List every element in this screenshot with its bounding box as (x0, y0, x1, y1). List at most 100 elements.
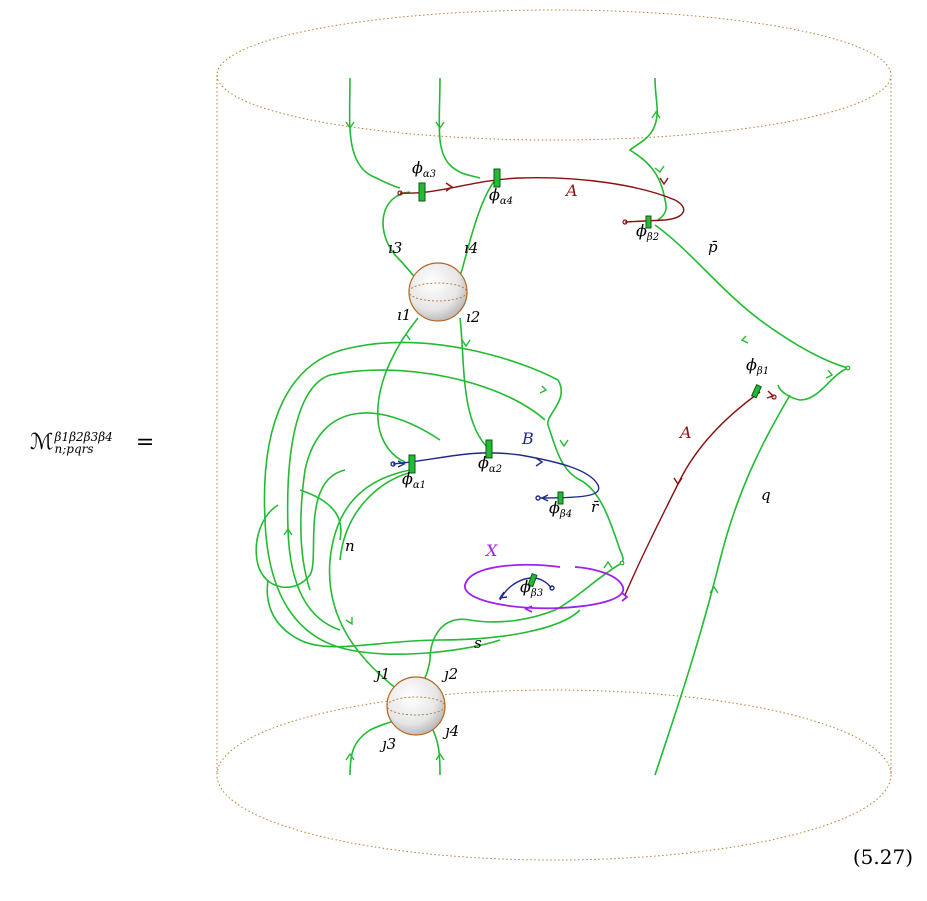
strand-left-loop-outer (263, 341, 559, 655)
strand-beta3-navy (499, 577, 552, 601)
endpoint-alpha3 (397, 190, 403, 196)
arrowhead-X-2 (621, 592, 629, 602)
strand-n-loop (255, 469, 346, 589)
equation-symbol: ℳ (30, 430, 54, 455)
endpoint-alpha1 (390, 461, 396, 467)
navy-strands (390, 452, 600, 601)
arrow-14 (345, 617, 353, 626)
red-endpoints (397, 190, 777, 400)
cylinder (216, 9, 892, 861)
purple-loop (464, 563, 629, 613)
label-i1: ı1 (397, 306, 411, 324)
strand-top-2 (438, 77, 481, 179)
strand-B-loop (547, 379, 624, 564)
strand-j4 (431, 727, 441, 776)
equation-number: (5.27) (852, 845, 913, 869)
arrow-3 (651, 110, 661, 119)
arrow-9 (401, 332, 411, 341)
arrow-10 (539, 385, 548, 394)
arrow-8 (461, 339, 471, 348)
endpoint-beta2 (622, 219, 628, 225)
red-strands (399, 177, 775, 596)
green-strands (255, 77, 849, 776)
label-phi-alpha4: ϕα4 (489, 185, 513, 207)
arrow-7 (709, 585, 719, 594)
label-phi-alpha2: ϕα2 (478, 453, 502, 475)
label-rbar: r̄ (591, 498, 599, 516)
strand-top-right (628, 77, 667, 221)
equation-lhs: ℳ β1β2β3β4 n;pqrs = (30, 430, 154, 455)
arrowhead-B3 (540, 494, 549, 502)
label-phi-beta4: ϕβ4 (549, 498, 572, 520)
arrow-16 (345, 752, 355, 761)
green-arrowheads (283, 110, 834, 761)
label-A-right: A (678, 423, 692, 442)
label-j4: ȷ4 (442, 722, 459, 740)
label-pbar: p̄ (708, 238, 718, 256)
arrow-2 (435, 121, 445, 130)
coupon-alpha3 (418, 182, 426, 202)
arrowhead-B2 (535, 457, 544, 467)
label-i4: ı4 (464, 239, 478, 257)
label-phi-alpha1: ϕα1 (402, 469, 426, 491)
coupon-beta2 (645, 215, 652, 229)
label-B: B (521, 429, 534, 448)
arrowhead-A-right2 (766, 390, 775, 399)
equals-sign: = (135, 430, 155, 455)
arrowhead-B1 (397, 460, 406, 468)
sphere-top (408, 262, 468, 322)
strand-s (266, 579, 581, 648)
strand-to-j2 (419, 562, 623, 688)
label-j1: ȷ1 (373, 665, 390, 683)
coupon-beta1 (750, 384, 762, 399)
strand-right-bend (777, 367, 849, 401)
endpoint-beta1 (771, 394, 777, 400)
label-i3: ı3 (388, 239, 402, 257)
coupon-alpha2 (485, 439, 493, 459)
equation-subscript: n;pqrs (54, 442, 94, 456)
strand-left-loop-inner (286, 369, 546, 631)
label-phi-beta1: ϕβ1 (746, 355, 769, 377)
label-A-top: A (564, 181, 578, 200)
cylinder-top-ellipse (216, 9, 892, 141)
coupon-beta4 (557, 491, 564, 505)
strand-alpha1-left (339, 471, 413, 561)
coupons (408, 168, 762, 588)
junction-bottom-right (619, 560, 625, 566)
label-n: n (345, 537, 355, 555)
label-phi-alpha3: ϕα3 (412, 158, 436, 180)
arrow-12 (283, 527, 293, 536)
label-phi-beta3: ϕβ3 (520, 577, 543, 599)
arrow-13 (603, 560, 613, 569)
strand-B (392, 452, 600, 499)
label-q: q (761, 486, 771, 504)
endpoint-beta4 (535, 495, 541, 501)
coupon-alpha1 (408, 454, 416, 474)
sphere-bottom (386, 676, 446, 736)
arrowhead-A-top2 (659, 177, 669, 186)
strand-A-right (624, 391, 761, 596)
arrowhead-A-right (673, 477, 683, 486)
arrowhead-beta3 (498, 591, 508, 599)
strand-i1-down (377, 317, 419, 463)
label-phi-beta2: ϕβ2 (636, 221, 659, 243)
arrowhead-A-top (445, 182, 454, 192)
strand-i2-down (459, 317, 489, 449)
arrowhead-X-1 (523, 605, 533, 613)
strand-q (654, 394, 791, 776)
coupon-beta3 (527, 573, 538, 588)
arrow-1 (345, 121, 355, 130)
label-s: s (474, 634, 482, 652)
arrow-6 (740, 335, 749, 344)
strand-top-1 (348, 77, 401, 189)
arrow-11 (559, 439, 569, 448)
strand-left-loop-mid (300, 412, 441, 591)
coupon-alpha4 (493, 168, 501, 188)
strand-A-top (399, 177, 685, 223)
cylinder-bottom-ellipse (216, 689, 892, 861)
equation-superscript: β1β2β3β4 (54, 430, 113, 444)
arrow-17 (435, 752, 445, 761)
junctions (619, 365, 851, 566)
label-i2: ı2 (466, 308, 480, 326)
